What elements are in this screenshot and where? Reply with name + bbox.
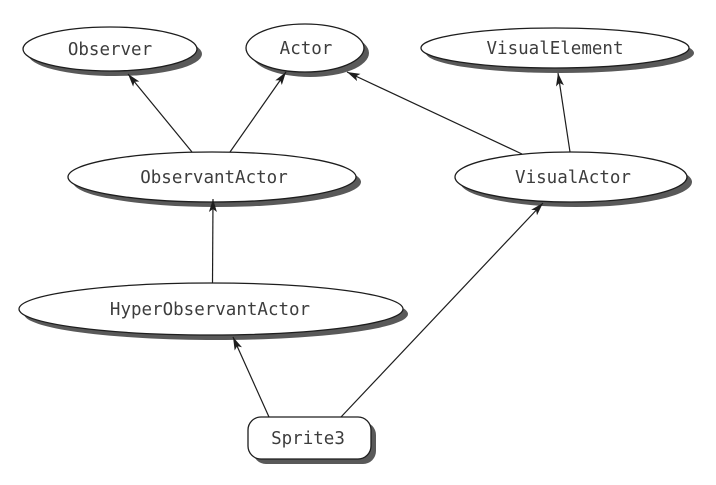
node-hyper-observant-actor xyxy=(18,282,408,340)
edge-visualactor-to-actor xyxy=(346,71,523,155)
edge-sprite3-to-visualactor xyxy=(340,202,544,418)
node-observant-actor-label: ObservantActor xyxy=(140,168,288,188)
node-hyper-observant-actor-label: HyperObservantActor xyxy=(110,300,310,320)
node-sprite3 xyxy=(247,416,376,464)
node-visual-element xyxy=(420,27,694,73)
edge-observantactor-to-observer xyxy=(127,73,193,153)
node-observer-label: Observer xyxy=(68,40,152,60)
node-visual-element-label: VisualElement xyxy=(487,39,624,59)
edge-hyperobservantactor-to-observantactor xyxy=(208,198,217,284)
node-visual-actor-label: VisualActor xyxy=(515,168,631,188)
node-actor-label: Actor xyxy=(280,39,333,59)
node-observer-ellipse xyxy=(22,26,198,72)
node-visual-element-ellipse xyxy=(420,27,690,69)
edge-visualactor-to-visualelement xyxy=(555,72,571,153)
edge-observantactor-to-actor xyxy=(229,71,287,153)
node-sprite3-label: Sprite3 xyxy=(271,429,345,449)
node-visual-actor-ellipse xyxy=(454,151,688,203)
node-visual-actor xyxy=(454,151,692,207)
node-observant-actor xyxy=(67,151,361,207)
node-actor xyxy=(245,23,369,77)
node-sprite3-rect xyxy=(247,416,372,460)
edge-sprite3-to-hyperobservantactor xyxy=(232,336,270,418)
node-observer xyxy=(22,26,202,76)
node-actor-ellipse xyxy=(245,23,365,73)
node-hyper-observant-actor-ellipse xyxy=(18,282,404,336)
